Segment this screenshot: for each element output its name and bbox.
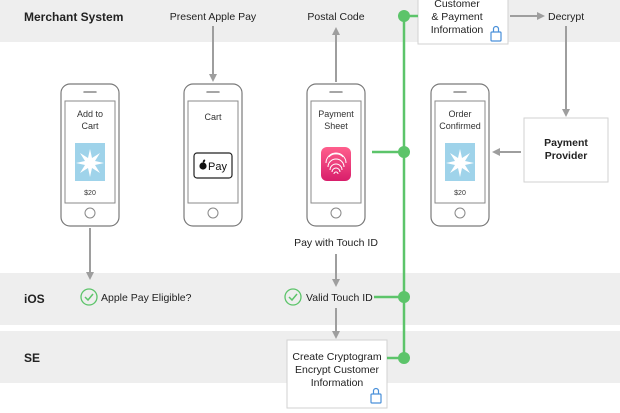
- payment-provider-box: Payment Provider: [523, 117, 609, 183]
- product-burst-icon: [445, 143, 475, 181]
- se-lane-label: SE: [24, 351, 40, 365]
- green-node: [398, 352, 410, 364]
- green-node: [398, 146, 410, 158]
- apple-logo-icon: [199, 159, 207, 170]
- payment-provider-line2: Provider: [545, 150, 588, 162]
- add-to-cart-line1: Add to: [77, 109, 103, 119]
- present-apple-pay-label: Present Apple Pay: [170, 11, 257, 23]
- order-confirmed-line1: Order: [448, 109, 471, 119]
- cryptogram-line2: Encrypt Customer: [295, 364, 380, 376]
- apple-pay-button: Pay: [193, 152, 233, 179]
- customer-box-frame: [417, 0, 509, 45]
- order-confirmed-price: $20: [454, 190, 466, 197]
- green-node: [398, 10, 410, 22]
- valid-touch-id-label: Valid Touch ID: [306, 292, 373, 304]
- phone-add-to-cart: Add to Cart $20: [60, 83, 120, 227]
- lock-icon: [370, 387, 382, 404]
- pay-with-touch-id-label: Pay with Touch ID: [294, 237, 378, 249]
- check-icon: [80, 288, 98, 306]
- payment-sheet-line2: Sheet: [324, 121, 348, 131]
- green-node: [398, 291, 410, 303]
- customer-box-line2: & Payment: [431, 11, 482, 23]
- apple-pay-eligible-label: Apple Pay Eligible?: [101, 292, 192, 304]
- cryptogram-line1: Create Cryptogram: [292, 351, 382, 363]
- check-icon: [284, 288, 302, 306]
- fingerprint-icon: [321, 147, 351, 181]
- cryptogram-line3: Information: [311, 377, 364, 389]
- customer-box-line3: Information: [431, 24, 484, 36]
- customer-box-line1: Customer: [434, 0, 480, 10]
- cart-screen-label: Cart: [204, 112, 222, 122]
- payment-provider-line1: Payment: [544, 137, 588, 149]
- merchant-lane: [0, 0, 620, 42]
- payment-provider-frame: [523, 117, 609, 183]
- phone-payment-sheet: Payment Sheet: [306, 83, 366, 227]
- pay-label: Pay: [208, 161, 227, 173]
- create-cryptogram-box: Create Cryptogram Encrypt Customer Infor…: [286, 339, 388, 409]
- ios-lane-label: iOS: [24, 292, 45, 306]
- add-to-cart-price: $20: [84, 190, 96, 197]
- product-burst-icon: [75, 143, 105, 181]
- phone-cart: Cart Pay: [183, 83, 243, 227]
- decrypt-label: Decrypt: [548, 11, 584, 23]
- postal-code-label: Postal Code: [307, 11, 364, 23]
- add-to-cart-line2: Cart: [81, 121, 99, 131]
- order-confirmed-line2: Confirmed: [439, 121, 481, 131]
- lock-icon: [490, 25, 502, 42]
- payment-sheet-line1: Payment: [318, 109, 354, 119]
- customer-payment-info-box: Customer & Payment Information: [417, 0, 509, 45]
- merchant-lane-label: Merchant System: [24, 10, 123, 24]
- cryptogram-box-frame: [286, 339, 388, 409]
- ios-lane: [0, 273, 620, 325]
- phone-order-confirmed: Order Confirmed $20: [430, 83, 490, 227]
